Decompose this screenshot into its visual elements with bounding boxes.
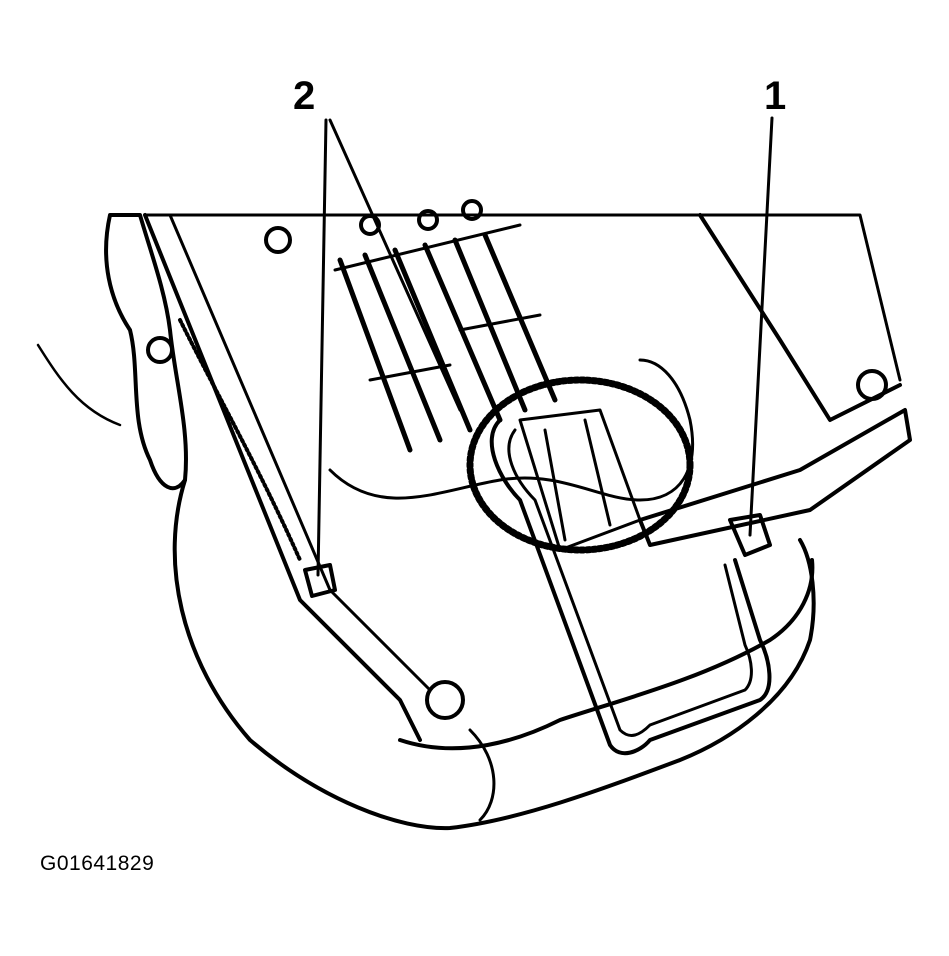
- wiring-harness: [328, 358, 695, 502]
- seat-frame-left-rail-inner: [168, 213, 432, 692]
- release-loop-inner: [507, 428, 753, 737]
- left-hook-wire: [178, 318, 302, 562]
- release-loop: [489, 418, 772, 756]
- leader-lines: [316, 116, 774, 577]
- cushion-plate-slot: [543, 418, 612, 542]
- callout-label-1: 1: [764, 74, 787, 118]
- callout-label-2: 2: [293, 74, 316, 118]
- side-bracket: [104, 213, 188, 491]
- frame-bolt-rear: [856, 369, 888, 401]
- retainer-clip-left: [303, 563, 337, 598]
- harness-ring: [466, 376, 694, 554]
- hinge-bolt: [146, 336, 174, 364]
- seat-frame-right-rail: [698, 213, 902, 422]
- cushion-plate: [518, 408, 642, 552]
- cushion-front-edge: [468, 728, 496, 822]
- seat-springs: [333, 223, 558, 453]
- harness-wire-left: [36, 343, 122, 427]
- seat-frame-rear: [143, 213, 902, 382]
- seat-frame-front-bar: [638, 408, 912, 547]
- cushion-foam-outline: [172, 478, 816, 831]
- seat-frame-left-rail: [143, 213, 422, 742]
- figure-identifier: G01641829: [40, 852, 155, 875]
- frame-bolt-front: [425, 680, 465, 720]
- spring-anchors: [264, 199, 483, 254]
